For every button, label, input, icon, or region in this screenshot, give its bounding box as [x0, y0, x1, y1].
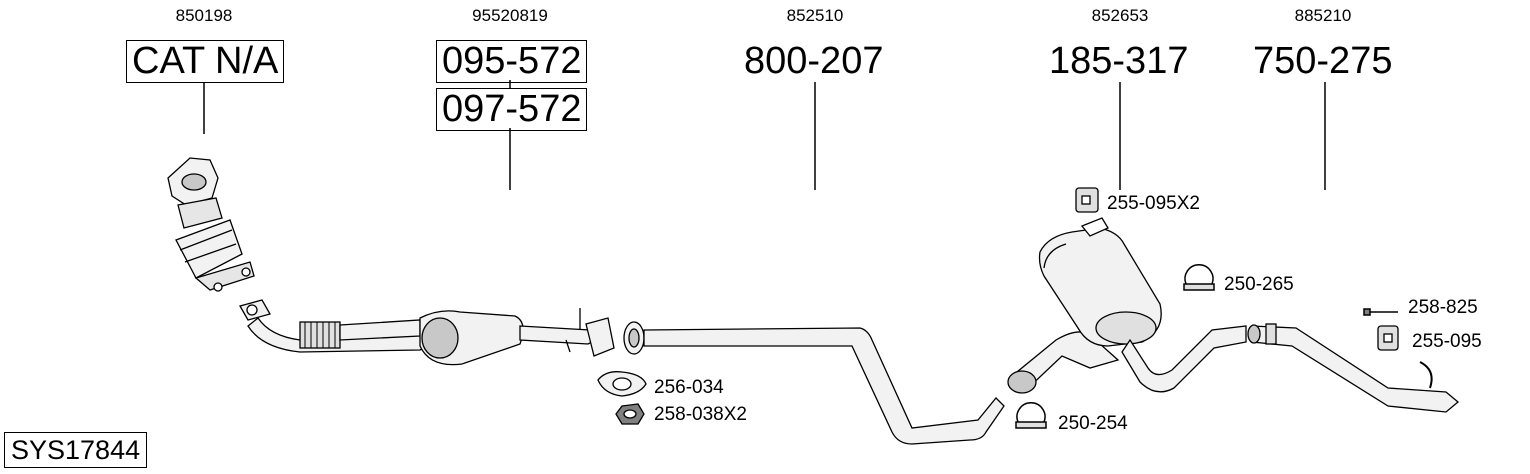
system-code: SYS17844 [4, 432, 148, 468]
gasket-icon [597, 371, 647, 397]
center-silencer [1007, 217, 1247, 394]
oem-number-middle-pipe: 852510 [786, 6, 844, 25]
accessory-label-gasket[interactable]: 256-034 [654, 377, 724, 398]
bolt-icon [1363, 308, 1398, 316]
part-label-cat[interactable]: CAT N/A [126, 40, 285, 83]
oem-number-cat: 850198 [175, 6, 233, 25]
part-label-rear-pipe[interactable]: 750-275 [1253, 40, 1393, 82]
nut-icon [615, 403, 645, 425]
part-label-front-pipe-b[interactable]: 097-572 [436, 88, 588, 131]
catalytic-converter [167, 157, 255, 292]
rear-pipe [1247, 323, 1460, 413]
part-label-center-silencer[interactable]: 185-317 [1049, 40, 1189, 82]
accessory-label-clamp-254[interactable]: 250-254 [1058, 413, 1128, 434]
part-label-middle-pipe[interactable]: 800-207 [744, 40, 884, 82]
clamp-icon-265 [1183, 264, 1215, 291]
accessory-label-rubber-mount[interactable]: 255-095 [1412, 331, 1482, 352]
middle-pipe [623, 321, 1005, 445]
accessory-label-clamp-265[interactable]: 250-265 [1224, 274, 1294, 295]
rubber-mount-icon-x2 [1075, 187, 1099, 213]
oem-number-center-silencer: 852653 [1091, 6, 1149, 25]
part-label-front-pipe-a[interactable]: 095-572 [436, 40, 588, 83]
rubber-mount-icon [1377, 325, 1399, 351]
clamp-icon-254 [1015, 402, 1047, 429]
accessory-label-rubber-mount-x2[interactable]: 255-095X2 [1107, 193, 1200, 214]
accessory-label-nut[interactable]: 258-038X2 [654, 404, 747, 425]
oem-number-front-pipe: 95520819 [472, 6, 548, 25]
oem-number-rear-pipe: 885210 [1294, 6, 1352, 25]
accessory-label-bolt[interactable]: 258-825 [1408, 297, 1478, 318]
front-pipe [239, 299, 615, 366]
